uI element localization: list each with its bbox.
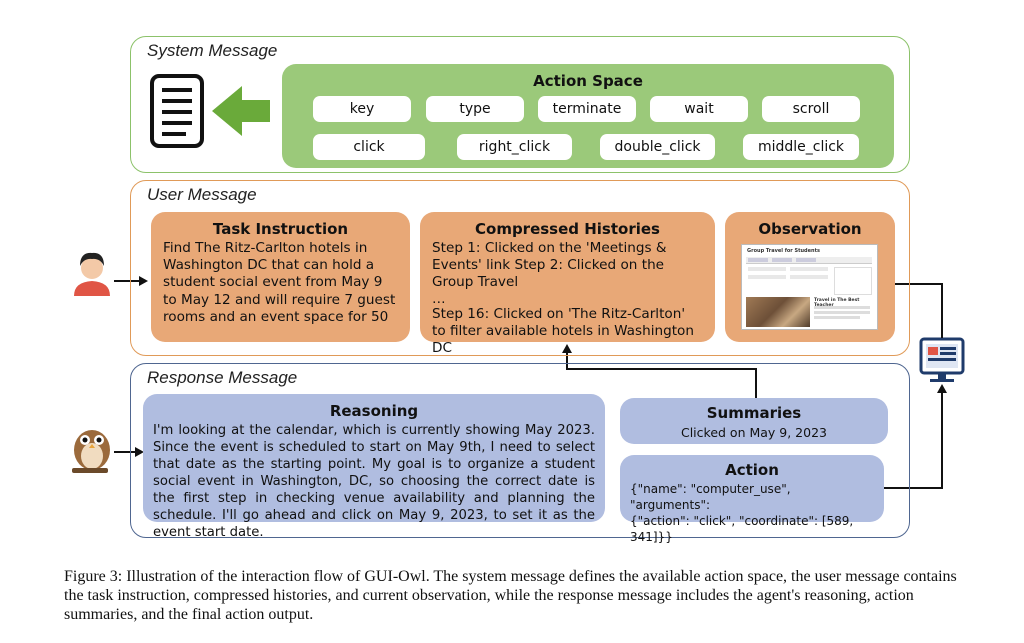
- action-pill-middle-click: middle_click: [743, 134, 859, 160]
- action-box: Action {"name": "computer_use", "argumen…: [620, 455, 884, 544]
- observation-title: Observation: [758, 220, 862, 238]
- response-message-panel: Response Message: [130, 363, 910, 538]
- computer-monitor-icon: [919, 337, 965, 382]
- task-instruction-box: Task Instruction Find The Ritz-Carlton h…: [151, 212, 410, 342]
- reasoning-box: Reasoning I'm looking at the calendar, w…: [143, 394, 605, 540]
- action-pill-type: type: [426, 96, 524, 122]
- action-pill-double-click: double_click: [600, 134, 715, 160]
- response-message-title: Response Message: [147, 368, 298, 387]
- history-step-1: Step 1: Clicked on the 'Meetings & Event…: [432, 240, 667, 291]
- observation-heading: Group Travel for Students: [747, 248, 820, 254]
- summaries-title: Summaries: [706, 404, 802, 422]
- action-json-line-2: {"action": "click", "coordinate": [589, …: [630, 514, 854, 544]
- compressed-histories-title: Compressed Histories: [475, 220, 660, 238]
- action-pill-scroll: scroll: [762, 96, 860, 122]
- user-message-panel: User Message: [130, 180, 910, 356]
- history-ellipsis: …: [432, 290, 446, 307]
- action-json-line-1: {"name": "computer_use", "arguments":: [630, 482, 791, 512]
- action-pill-terminate: terminate: [538, 96, 636, 122]
- task-instruction-text: Find The Ritz-Carlton hotels in Washingt…: [163, 240, 396, 325]
- reasoning-title: Reasoning: [329, 402, 419, 420]
- user-message-title: User Message: [147, 185, 257, 204]
- observation-subheading: Travel in The Best Teacher: [814, 298, 860, 308]
- reasoning-text: I'm looking at the calendar, which is cu…: [153, 423, 595, 540]
- action-pill-key: key: [313, 96, 411, 122]
- action-pill-wait: wait: [650, 96, 748, 122]
- observation-screenshot: Group Travel for Students Travel in The …: [741, 244, 878, 330]
- task-instruction-title: Task Instruction: [212, 220, 349, 238]
- user-avatar-icon: [74, 252, 110, 296]
- history-step-16: Step 16: Clicked on 'The Ritz-Carlton' t…: [432, 305, 694, 357]
- owl-icon: [72, 430, 110, 473]
- system-message-title: System Message: [147, 41, 278, 60]
- action-pill-right-click: right_click: [457, 134, 572, 160]
- summaries-text: Clicked on May 9, 2023: [680, 425, 827, 440]
- system-message-panel: System Message: [130, 36, 910, 173]
- compressed-histories-box: Compressed Histories Step 1: Clicked on …: [420, 212, 715, 356]
- action-pill-click: click: [313, 134, 425, 160]
- figure-caption: Figure 3: Illustration of the interactio…: [64, 568, 957, 623]
- action-title: Action: [725, 461, 779, 479]
- action-space-title: Action Space: [533, 72, 643, 90]
- summaries-box: Summaries Clicked on May 9, 2023: [620, 398, 888, 444]
